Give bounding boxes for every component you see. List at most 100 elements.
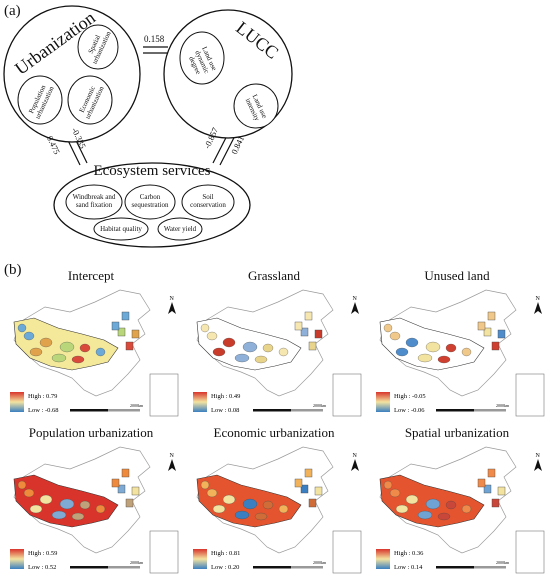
map-patch: [51, 510, 67, 520]
legend-gradient: [376, 549, 390, 569]
map-patch: [425, 341, 441, 353]
legend-high-label: High : 0.36: [394, 550, 424, 557]
map-patch: [314, 486, 323, 496]
scale-bar: [70, 409, 108, 412]
scale-label: 2000km: [130, 403, 144, 408]
map-patch: [487, 468, 496, 478]
north-arrow-icon: [534, 302, 542, 314]
map-patch: [79, 500, 91, 510]
north-label: N: [170, 453, 175, 459]
map-patch: [242, 498, 258, 510]
legend-low-label: Low : -0.06: [394, 407, 425, 414]
map-patch: [117, 327, 126, 337]
map-patch: [445, 500, 457, 510]
legend-high-label: High : 0.59: [28, 550, 57, 557]
map-patch: [125, 498, 134, 508]
south-sea-inset: [332, 530, 362, 574]
map-patch: [477, 321, 486, 331]
scale-label: 2000km: [130, 560, 144, 565]
scale-bar: [436, 409, 474, 412]
map-patch: [111, 478, 120, 488]
scale-label: 2000km: [496, 403, 510, 408]
map-patch: [308, 498, 317, 508]
map-patch: [405, 494, 419, 505]
map-patch: [131, 329, 140, 339]
map-title: Unused land: [424, 268, 490, 283]
map-patch: [23, 331, 35, 341]
map-patch: [29, 347, 43, 357]
legend-low-label: Low : 0.08: [211, 407, 239, 414]
map-patch: [491, 341, 500, 351]
north-arrow-icon: [351, 459, 359, 471]
map-patch: [23, 488, 35, 498]
map-patch: [29, 504, 43, 514]
south-sea-inset: [149, 530, 179, 574]
map-patch: [95, 504, 106, 514]
north-arrow-icon: [168, 459, 176, 471]
south-sea-inset: [515, 373, 545, 417]
north-label: N: [536, 296, 541, 302]
map-patch: [437, 355, 451, 364]
map-title: Economic urbanization: [213, 425, 335, 440]
north-label: N: [536, 453, 541, 459]
map-patch: [497, 329, 506, 339]
ecosystem-title: Ecosystem services: [93, 163, 211, 179]
framework-diagram: [3, 5, 293, 248]
panel-a-label: (a): [4, 3, 21, 19]
legend-high-label: High : 0.49: [211, 393, 240, 400]
map-patch: [234, 510, 250, 520]
north-arrow-icon: [351, 302, 359, 314]
scale-bar: [291, 409, 323, 412]
map-title: Intercept: [67, 268, 115, 283]
scale-bar: [70, 566, 108, 569]
map-patch: [483, 484, 492, 494]
map-patch: [497, 486, 506, 496]
legend-gradient: [10, 392, 24, 412]
map-patch: [121, 311, 130, 321]
scale-bar: [108, 566, 140, 569]
legend-low-label: Low : 0.14: [394, 564, 423, 571]
map-patch: [491, 498, 500, 508]
map-patch: [477, 478, 486, 488]
map-patch: [437, 512, 451, 521]
map-patch: [59, 341, 75, 353]
panel-b-label: (b): [4, 262, 22, 278]
map-patch: [59, 498, 75, 510]
map-patch: [405, 337, 419, 348]
link-value-urb-lucc: 0.158: [144, 34, 165, 44]
map-patch: [222, 337, 236, 348]
scale-label: 2000km: [313, 560, 327, 565]
map-patch: [304, 468, 313, 478]
water-yield-label: Water yield: [163, 225, 197, 233]
map-patch: [212, 504, 226, 514]
legend-gradient: [193, 392, 207, 412]
legend-low-label: Low : 0.20: [211, 564, 239, 571]
map-patch: [308, 341, 317, 351]
map-patch: [131, 486, 140, 496]
legend-gradient: [10, 549, 24, 569]
map-patch: [262, 500, 274, 510]
carbon-label: Carbon sequestration: [131, 193, 169, 209]
map-patch: [262, 343, 274, 353]
map-patch: [383, 480, 393, 490]
north-arrow-icon: [168, 302, 176, 314]
south-sea-inset: [149, 373, 179, 417]
habitat-label: Habitat quality: [100, 225, 142, 233]
map-patch: [39, 337, 53, 348]
map-patch: [314, 329, 323, 339]
map-patch: [206, 331, 218, 341]
map-patch: [294, 478, 303, 488]
map-patch: [111, 321, 120, 331]
map-patch: [79, 343, 91, 353]
map-patch: [234, 353, 250, 363]
legend-gradient: [193, 549, 207, 569]
scale-bar: [253, 566, 291, 569]
map-patch: [389, 488, 401, 498]
